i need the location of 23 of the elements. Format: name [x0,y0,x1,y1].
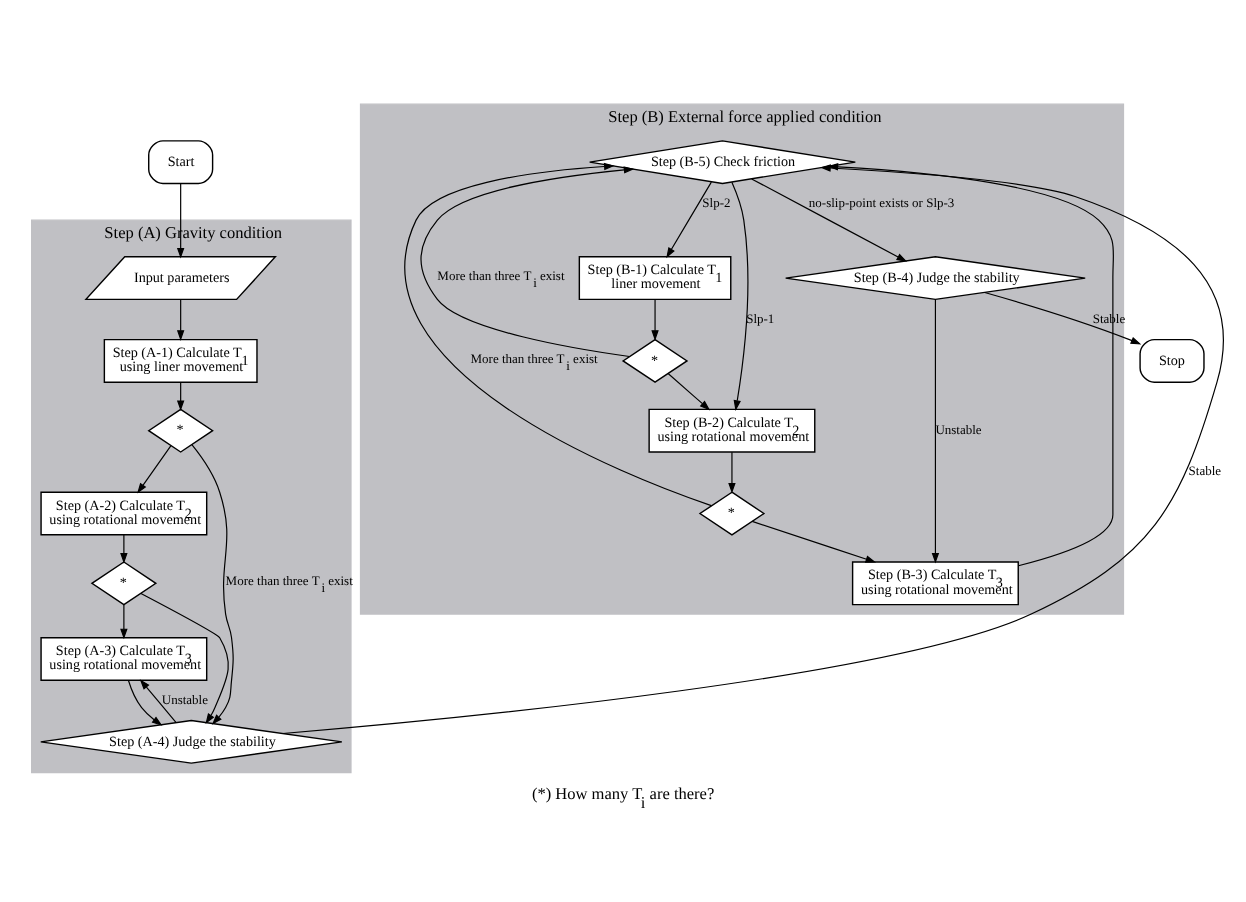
arrow [120,603,128,639]
arrow [667,371,711,410]
arrow [404,161,712,506]
arrow [140,591,229,724]
arrow [728,450,736,493]
arrow [176,298,185,340]
arrow [139,678,177,722]
arrow [731,180,749,410]
arrow [176,380,185,411]
arrow [120,533,128,563]
arrow [984,290,1142,344]
arrow [827,162,1115,566]
arrow [931,297,940,563]
arrow [137,444,172,493]
arrow [191,443,234,724]
arrow [127,678,163,725]
arrow [666,180,712,258]
arrow [751,177,908,261]
arrow [282,163,1224,734]
arrow [751,519,877,562]
arrow [420,165,635,357]
arrow [651,298,659,340]
arrow [176,182,185,258]
